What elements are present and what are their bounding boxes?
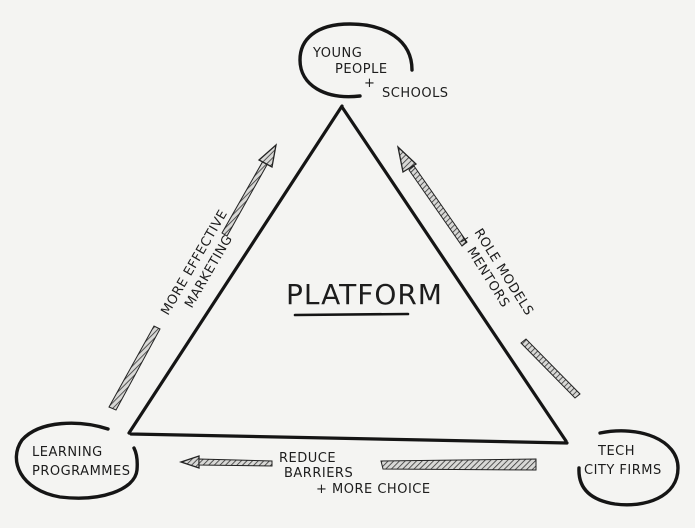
node-bottom-left-circle	[14, 421, 139, 500]
edge-left-arrow: MORE EFFECTIVE MARKETING	[108, 143, 277, 411]
edge-bottom-label-line-3: + MORE CHOICE	[316, 482, 431, 497]
node-learning-programmes: LEARNING PROGRAMMES	[14, 421, 139, 500]
edge-bottom-arrow-tail	[380, 458, 537, 471]
edge-right-arrow-head	[396, 145, 418, 174]
node-top-line-1: YOUNG	[312, 46, 362, 61]
node-top-line-2: PEOPLE	[335, 62, 388, 77]
edge-bottom-label-line-2: BARRIERS	[284, 466, 353, 481]
edge-bottom-label-line-1: REDUCE	[279, 451, 336, 466]
center-label-underline	[293, 312, 410, 317]
node-young-people-schools: YOUNG PEOPLE + SCHOOLS	[298, 22, 449, 101]
edge-bottom-arrow-shaft	[198, 458, 273, 467]
edge-left-arrow-head	[257, 143, 277, 168]
edge-left-arrow-shaft	[221, 160, 269, 237]
platform-triangle	[127, 104, 569, 445]
center-label: PLATFORM	[286, 278, 443, 311]
node-bottom-left-line-1: LEARNING	[32, 445, 103, 460]
node-top-line-3: +	[364, 76, 375, 91]
edge-bottom-arrow: REDUCE BARRIERS + MORE CHOICE	[178, 451, 537, 497]
node-top-line-4: SCHOOLS	[382, 86, 449, 101]
node-top-circle	[298, 22, 414, 99]
edge-right-arrow: ROLE MODELS + MENTORS	[396, 145, 581, 399]
node-bottom-right-circle	[577, 429, 680, 507]
node-tech-city-firms: TECH CITY FIRMS	[577, 429, 680, 507]
node-bottom-left-line-2: PROGRAMMES	[32, 464, 130, 479]
node-bottom-right-line-2: CITY FIRMS	[584, 463, 662, 478]
edge-left-arrow-tail	[108, 325, 161, 411]
edge-right-arrow-shaft	[408, 165, 468, 247]
node-bottom-right-line-1: TECH	[597, 444, 635, 459]
edge-bottom-arrow-head	[178, 455, 200, 469]
edge-right-arrow-tail	[520, 338, 581, 399]
